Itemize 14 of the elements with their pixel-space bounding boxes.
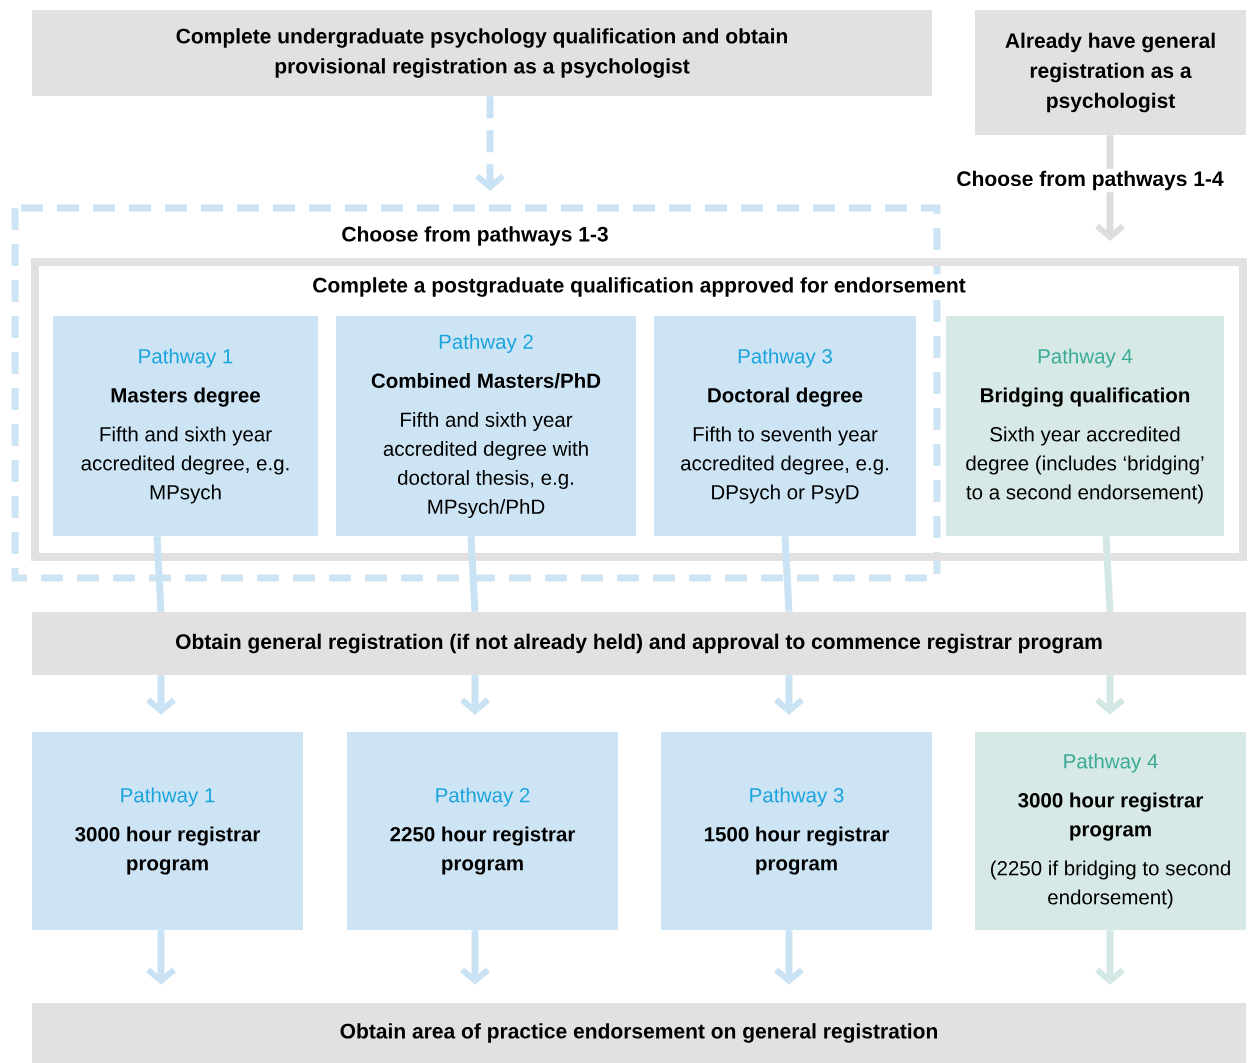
pathway-box: Pathway 4 Bridging qualification Sixth year accredited degree (includes ‘bridging’ to a second endorsement) [946,316,1224,536]
edge-label: Choose from pathways 1-4 [954,168,1226,193]
process-box: Already have general registration as a psychologist [975,10,1246,135]
registrar-box: Pathway 2 2250 hour registrar program [347,732,618,930]
registrar-box: Pathway 1 3000 hour registrar program [32,732,303,930]
process-box: Complete undergraduate psychology qualification and obtain provisional registration as a psychologist [32,10,932,96]
pathway-box: Pathway 1 Masters degree Fifth and sixth year accredited degree, e.g. MPsych [53,316,318,536]
registrar-box: Pathway 3 1500 hour registrar program [661,732,932,930]
pathway-box: Pathway 3 Doctoral degree Fifth to seventh year accredited degree, e.g. DPsych or PsyD [654,316,916,536]
group-heading: Choose from pathways 1-3 [342,226,608,246]
registrar-box: Pathway 4 3000 hour registrar program (2250 if bridging to second endorsement) [975,732,1246,930]
process-box: Obtain general registration (if not already held) and approval to commence registrar program [32,612,1246,675]
process-box: Obtain area of practice endorsement on general registration [32,1003,1246,1063]
pathway-box: Pathway 2 Combined Masters/PhD Fifth and sixth year accredited degree with doctoral thesis, e.g. MPsych/PhD [336,316,636,536]
